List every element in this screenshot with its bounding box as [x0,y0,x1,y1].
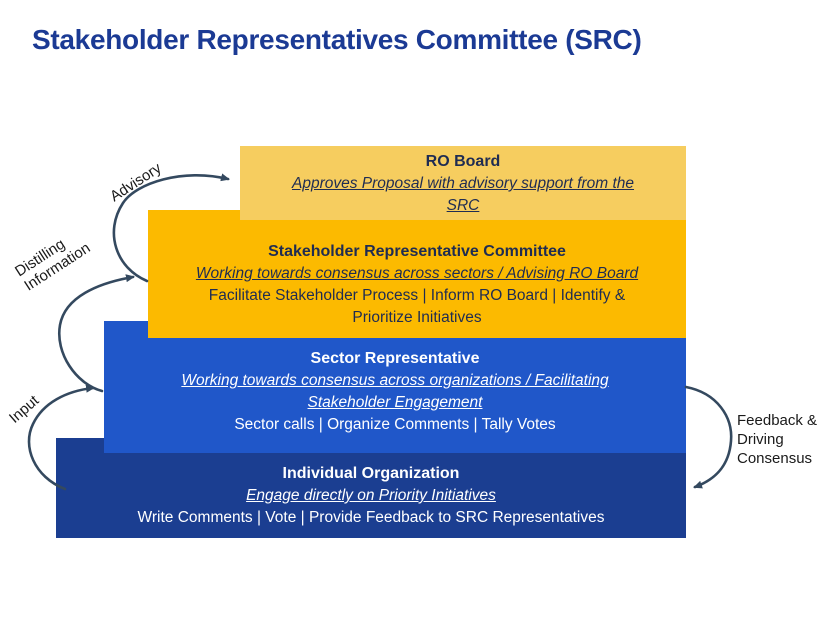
ro-board-subtitle: Approves Proposal with advisory support … [291,175,635,214]
ro-board-box: RO Board Approves Proposal with advisory… [240,146,686,220]
feedback-arrow [684,385,733,489]
src-details: Facilitate Stakeholder Process | Inform … [208,287,626,326]
sector-subtitle: Working towards consensus across organiz… [181,372,609,411]
src-subtitle: Working towards consensus across sectors… [195,265,639,282]
stakeholder-representative-committee-box: Stakeholder Representative Committee Wor… [148,210,686,338]
ro-board-heading: RO Board [425,153,501,170]
individual-heading: Individual Organization [282,465,460,482]
page-title: Stakeholder Representatives Committee (S… [32,24,642,55]
input-label: Input [6,392,43,427]
sector-details: Sector calls | Organize Comments | Tally… [234,416,556,433]
sector-representative-box: Sector Representative Working towards co… [104,321,686,453]
feedback-driving-consensus-label: Feedback & Driving Consensus [737,412,818,467]
sector-heading: Sector Representative [310,350,480,367]
individual-details: Write Comments | Vote | Provide Feedback… [137,509,605,526]
individual-subtitle: Engage directly on Priority Initiatives [246,487,496,504]
distilling-information-label: Distilling Information [12,235,94,295]
src-heading: Stakeholder Representative Committee [268,243,566,260]
individual-organization-box: Individual Organization Engage directly … [56,438,686,538]
advisory-label: Advisory [107,159,165,206]
